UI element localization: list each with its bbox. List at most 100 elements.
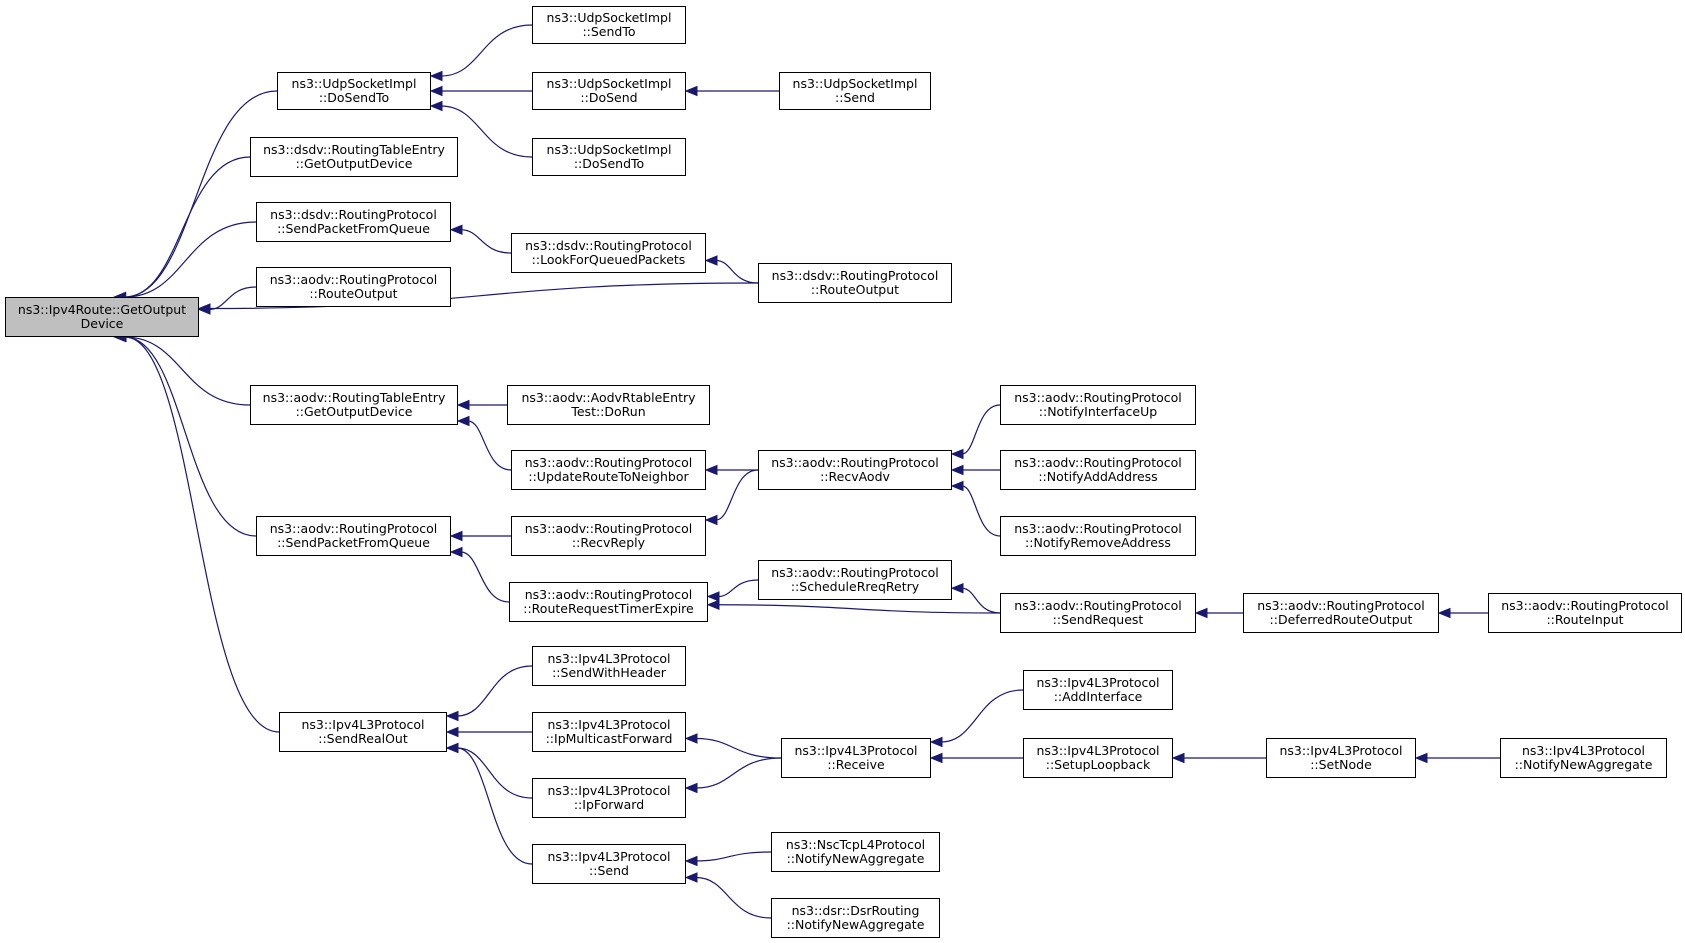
node-label-line: ::SetupLoopback xyxy=(1045,757,1151,772)
node-label-line: ::Receive xyxy=(827,757,885,772)
node-label-line: ns3::aodv::RoutingProtocol xyxy=(771,454,939,470)
node-dsr-nna[interactable]: ns3::dsr::DsrRouting::NotifyNewAggregate xyxy=(771,898,940,938)
arrowhead xyxy=(197,303,211,314)
node-label-line: ::RecvReply xyxy=(571,535,646,550)
node-aodv-nra[interactable]: ns3::aodv::RoutingProtocol::NotifyRemove… xyxy=(1000,516,1196,556)
node-label-line: ::RouteRequestTimerExpire xyxy=(523,601,694,616)
edge-aodv-rte-god-to-root xyxy=(124,336,251,406)
arrowhead xyxy=(449,530,463,542)
edge-udp-dosendto-to-root xyxy=(124,90,278,298)
edge-dsdv-ro-to-root xyxy=(208,282,759,310)
node-dsdv-ro[interactable]: ns3::dsdv::RoutingProtocol::RouteOutput xyxy=(758,263,952,303)
node-label-line: ::IpForward xyxy=(573,797,645,812)
node-label-line: ::SendPacketFromQueue xyxy=(277,221,430,236)
node-udp-send[interactable]: ns3::UdpSocketImpl::Send xyxy=(779,72,931,110)
node-label-line: ns3::UdpSocketImpl xyxy=(792,75,918,91)
node-label-line: ns3::Ipv4L3Protocol xyxy=(1521,742,1646,758)
node-ipv4-addif[interactable]: ns3::Ipv4L3Protocol::AddInterface xyxy=(1023,670,1173,710)
node-label-line: ns3::UdpSocketImpl xyxy=(291,75,417,91)
node-ipv4-receive[interactable]: ns3::Ipv4L3Protocol::Receive xyxy=(781,738,931,778)
node-ipv4-sro[interactable]: ns3::Ipv4L3Protocol::SendRealOut xyxy=(279,712,447,752)
node-label-line: ns3::aodv::RoutingProtocol xyxy=(1014,454,1182,470)
node-dsdv-lfqp[interactable]: ns3::dsdv::RoutingProtocol::LookForQueue… xyxy=(511,233,706,273)
node-ipv4-imf[interactable]: ns3::Ipv4L3Protocol::IpMulticastForward xyxy=(532,712,686,752)
node-label-line: ::GetOutputDevice xyxy=(295,156,413,171)
node-label-line: ::RouteOutput xyxy=(309,286,398,301)
node-aodv-naa[interactable]: ns3::aodv::RoutingProtocol::NotifyAddAdd… xyxy=(1000,450,1196,490)
node-label-line: ::ScheduleRreqRetry xyxy=(790,579,920,594)
node-label-line: ::DoSend xyxy=(580,90,638,105)
node-label-line: ns3::Ipv4L3Protocol xyxy=(547,650,671,666)
node-ipv4-setnode[interactable]: ns3::Ipv4L3Protocol::SetNode xyxy=(1266,738,1416,778)
edge-dsdv-ro-to-dsdv-lfqp xyxy=(715,259,759,284)
node-label-line: ::NotifyRemoveAddress xyxy=(1025,535,1171,550)
node-ipv4-swh[interactable]: ns3::Ipv4L3Protocol::SendWithHeader xyxy=(532,646,686,686)
node-dsdv-spfq[interactable]: ns3::dsdv::RoutingProtocol::SendPacketFr… xyxy=(256,202,451,242)
edge-aodv-sendreq-to-aodv-srr xyxy=(961,587,1001,614)
node-ipv4-setloop[interactable]: ns3::Ipv4L3Protocol::SetupLoopback xyxy=(1023,738,1173,778)
arrowhead xyxy=(456,415,470,427)
edge-ipv4-ipf-to-ipv4-sro xyxy=(456,747,533,799)
edge-ipv4-receive-to-ipv4-imf xyxy=(695,737,782,759)
node-nsc-nna[interactable]: ns3::NscTcpL4Protocol::NotifyNewAggregat… xyxy=(771,832,940,872)
node-dsdv-rte-god[interactable]: ns3::dsdv::RoutingTableEntry::GetOutputD… xyxy=(250,137,458,177)
node-aodv-ro[interactable]: ns3::aodv::RoutingProtocol::RouteOutput xyxy=(256,267,451,307)
edge-aodv-recvaodv-to-aodv-recvreply xyxy=(715,469,759,521)
node-aodv-ri[interactable]: ns3::aodv::RoutingProtocol::RouteInput xyxy=(1488,593,1682,633)
edge-ipv4-swh-to-ipv4-sro xyxy=(456,665,533,717)
arrowhead xyxy=(950,583,964,594)
edge-aodv-urtn-to-aodv-rte-god xyxy=(467,420,512,471)
node-label-line: Test::DoRun xyxy=(571,404,646,419)
node-label-line: ::RouteOutput xyxy=(810,282,900,297)
edge-nsc-nna-to-ipv4-send xyxy=(695,851,772,862)
node-label-line: ns3::aodv::RoutingProtocol xyxy=(1257,597,1425,613)
edge-aodv-srr-to-aodv-rrte xyxy=(717,579,759,598)
node-aodv-rte-god[interactable]: ns3::aodv::RoutingTableEntry::GetOutputD… xyxy=(250,385,458,425)
node-label-line: ::Send xyxy=(835,90,875,105)
node-label-line: ::AddInterface xyxy=(1053,689,1143,704)
arrowhead xyxy=(950,464,964,476)
node-aodv-recvaodv[interactable]: ns3::aodv::RoutingProtocol::RecvAodv xyxy=(758,450,952,490)
node-aodv-recvreply[interactable]: ns3::aodv::RoutingProtocol::RecvReply xyxy=(511,516,706,556)
node-udp-dosendto2[interactable]: ns3::UdpSocketImpl::DoSendTo xyxy=(532,138,686,176)
node-aodv-srr[interactable]: ns3::aodv::RoutingProtocol::ScheduleRreq… xyxy=(758,560,952,600)
node-label-line: ::NotifyInterfaceUp xyxy=(1038,404,1158,419)
node-label-line: ns3::dsdv::RoutingTableEntry xyxy=(263,141,445,157)
edge-dsdv-rte-god-to-root xyxy=(124,156,251,298)
edge-aodv-spfq-to-root xyxy=(124,336,257,537)
node-ipv4-ipf[interactable]: ns3::Ipv4L3Protocol::IpForward xyxy=(532,778,686,818)
node-aodv-urtn[interactable]: ns3::aodv::RoutingProtocol::UpdateRouteT… xyxy=(511,450,706,490)
node-label-line: ns3::Ipv4L3Protocol xyxy=(547,716,671,732)
node-label-line: ns3::dsdv::RoutingProtocol xyxy=(525,237,692,253)
edge-aodv-sendreq-to-aodv-rrte xyxy=(717,604,1001,614)
node-aodv-niu[interactable]: ns3::aodv::RoutingProtocol::NotifyInterf… xyxy=(1000,385,1196,425)
arrowhead xyxy=(449,224,463,235)
node-udp-dosendto[interactable]: ns3::UdpSocketImpl::DoSendTo xyxy=(277,72,431,110)
edge-dsdv-spfq-to-root xyxy=(124,221,257,298)
node-label-line: ::GetOutputDevice xyxy=(295,404,413,419)
node-ipv4-send[interactable]: ns3::Ipv4L3Protocol::Send xyxy=(532,844,686,884)
arrowhead xyxy=(1194,607,1208,619)
node-label-line: ns3::UdpSocketImpl xyxy=(546,75,672,91)
node-ipv4-nna[interactable]: ns3::Ipv4L3Protocol::NotifyNewAggregate xyxy=(1500,738,1667,778)
edge-aodv-nra-to-aodv-recvaodv xyxy=(961,485,1001,537)
arrowhead xyxy=(684,855,698,867)
arrowhead xyxy=(950,480,964,492)
node-udp-sendto[interactable]: ns3::UdpSocketImpl::SendTo xyxy=(532,6,686,44)
node-label-line: ns3::Ipv4L3Protocol xyxy=(1036,674,1160,690)
node-udp-dosend[interactable]: ns3::UdpSocketImpl::DoSend xyxy=(532,72,686,110)
arrowhead xyxy=(445,742,459,754)
edge-aodv-ro-to-root xyxy=(208,286,257,311)
node-aodv-rrte[interactable]: ns3::aodv::RoutingProtocol::RouteRequest… xyxy=(509,582,708,622)
node-label-line: ::UpdateRouteToNeighbor xyxy=(528,469,689,484)
node-label-line: ::NotifyNewAggregate xyxy=(1514,757,1653,772)
node-aodv-dro[interactable]: ns3::aodv::RoutingProtocol::DeferredRout… xyxy=(1243,593,1439,633)
node-aodv-spfq[interactable]: ns3::aodv::RoutingProtocol::SendPacketFr… xyxy=(256,516,451,556)
node-label-line: ns3::Ipv4L3Protocol xyxy=(1036,742,1160,758)
node-label-line: ns3::aodv::RoutingProtocol xyxy=(1501,597,1669,613)
node-label-line: ns3::aodv::RoutingProtocol xyxy=(771,564,939,580)
node-aodv-sendreq[interactable]: ns3::aodv::RoutingProtocol::SendRequest xyxy=(1000,593,1196,633)
arrowhead xyxy=(456,399,470,411)
